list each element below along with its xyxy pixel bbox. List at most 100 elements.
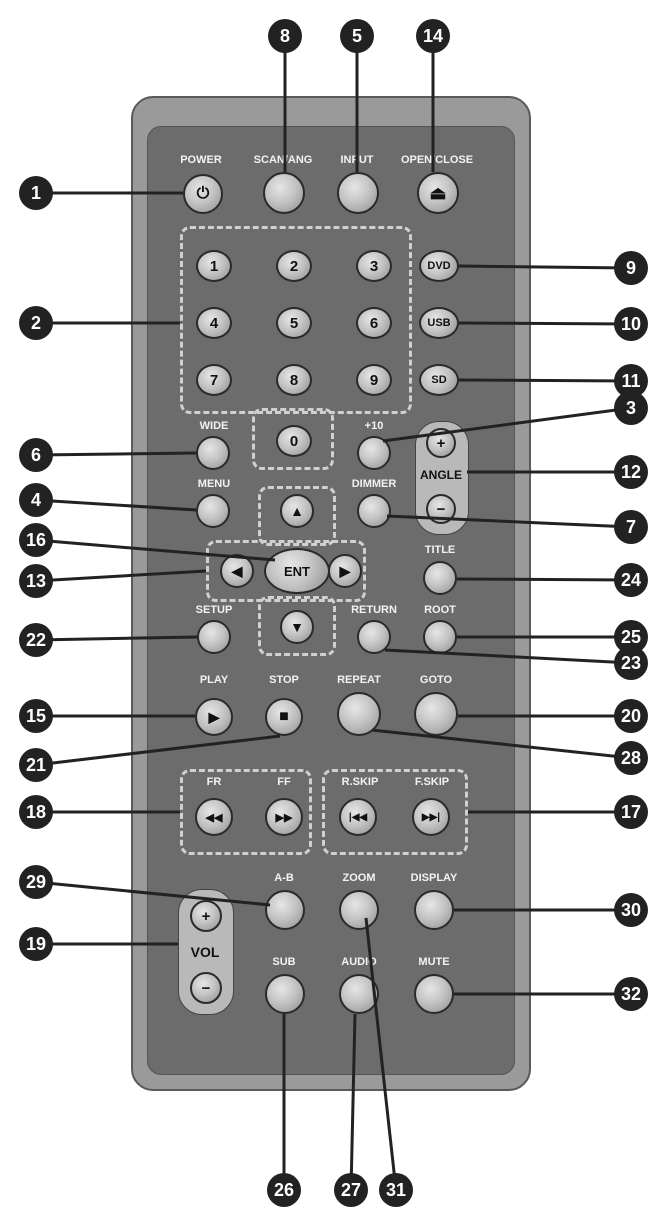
callout-8: 8: [268, 19, 302, 53]
r-skip-label: R.SKIP: [342, 776, 379, 788]
title-button[interactable]: [423, 561, 457, 595]
nav-left-button[interactable]: ◀: [220, 554, 254, 588]
callout-18: 18: [19, 795, 53, 829]
callout-13: 13: [19, 564, 53, 598]
input-button[interactable]: [337, 172, 379, 214]
digit-3-button[interactable]: 3: [356, 250, 392, 282]
callout-29: 29: [19, 865, 53, 899]
callout-22: 22: [19, 623, 53, 657]
power-button[interactable]: ⏻: [183, 174, 223, 214]
enter-button[interactable]: ENT: [264, 548, 330, 594]
callout-32: 32: [614, 977, 648, 1011]
callout-9: 9: [614, 251, 648, 285]
zoom-label: ZOOM: [343, 872, 376, 884]
power-icon: ⏻: [197, 185, 210, 203]
callout-28: 28: [614, 741, 648, 775]
digit-1-button[interactable]: 1: [196, 250, 232, 282]
callout-25: 25: [614, 620, 648, 654]
digit-0-button[interactable]: 0: [276, 425, 312, 457]
callout-30: 30: [614, 893, 648, 927]
angle-down-button[interactable]: −: [426, 494, 456, 524]
enter-label: ENT: [284, 564, 310, 579]
left-arrow-icon: ◀: [232, 563, 243, 580]
open-close-button[interactable]: ⏏: [417, 172, 459, 214]
digit-8-button[interactable]: 8: [276, 364, 312, 396]
sub-label: SUB: [272, 956, 295, 968]
a-b-button[interactable]: [265, 890, 305, 930]
ff-label: FF: [277, 776, 290, 788]
rewind-icon: ◀◀: [206, 811, 223, 824]
minus-icon: −: [437, 501, 446, 518]
sd-button[interactable]: SD: [419, 364, 459, 396]
zoom-button[interactable]: [339, 890, 379, 930]
title-label: TITLE: [425, 544, 456, 556]
wide-button[interactable]: [196, 436, 230, 470]
display-button[interactable]: [414, 890, 454, 930]
fast-forward-button[interactable]: ▶▶: [265, 798, 303, 836]
sub-button[interactable]: [265, 974, 305, 1014]
dvd-button[interactable]: DVD: [419, 250, 459, 282]
setup-label: SETUP: [196, 604, 233, 616]
digit-9-button[interactable]: 9: [356, 364, 392, 396]
callout-27: 27: [334, 1173, 368, 1207]
dimmer-label: DIMMER: [352, 478, 397, 490]
digit-9-label: 9: [370, 372, 378, 389]
callout-2: 2: [19, 306, 53, 340]
setup-button[interactable]: [197, 620, 231, 654]
stop-button[interactable]: ■: [265, 698, 303, 736]
angle-up-button[interactable]: +: [426, 428, 456, 458]
callout-19: 19: [19, 927, 53, 961]
usb-button[interactable]: USB: [419, 307, 459, 339]
callout-20: 20: [614, 699, 648, 733]
callout-11: 11: [614, 364, 648, 398]
digit-5-button[interactable]: 5: [276, 307, 312, 339]
minus-icon: −: [202, 980, 211, 997]
sd-label: SD: [431, 374, 446, 386]
callout-6: 6: [19, 438, 53, 472]
digit-8-label: 8: [290, 372, 298, 389]
nav-down-button[interactable]: ▼: [280, 610, 314, 644]
digit-6-button[interactable]: 6: [356, 307, 392, 339]
fast-rewind-button[interactable]: ◀◀: [195, 798, 233, 836]
vol-label: VOL: [191, 944, 220, 960]
callout-21: 21: [19, 748, 53, 782]
skip-forward-button[interactable]: ▶▶|: [412, 798, 450, 836]
digit-7-button[interactable]: 7: [196, 364, 232, 396]
dimmer-button[interactable]: [357, 494, 391, 528]
repeat-button[interactable]: [337, 692, 381, 736]
goto-label: GOTO: [420, 674, 452, 686]
digit-0-label: 0: [290, 433, 298, 450]
return-button[interactable]: [357, 620, 391, 654]
digit-7-label: 7: [210, 372, 218, 389]
audio-button[interactable]: [339, 974, 379, 1014]
digit-2-button[interactable]: 2: [276, 250, 312, 282]
nav-up-button[interactable]: ▲: [280, 494, 314, 528]
digit-4-button[interactable]: 4: [196, 307, 232, 339]
callout-31: 31: [379, 1173, 413, 1207]
callout-26: 26: [267, 1173, 301, 1207]
mute-button[interactable]: [414, 974, 454, 1014]
menu-button[interactable]: [196, 494, 230, 528]
volume-down-button[interactable]: −: [190, 972, 222, 1004]
callout-10: 10: [614, 307, 648, 341]
wide-label: WIDE: [200, 420, 229, 432]
callout-16: 16: [19, 523, 53, 557]
goto-button[interactable]: [414, 692, 458, 736]
plus10-button[interactable]: [357, 436, 391, 470]
callout-15: 15: [19, 699, 53, 733]
volume-up-button[interactable]: +: [190, 900, 222, 932]
callout-4: 4: [19, 483, 53, 517]
callout-24: 24: [614, 563, 648, 597]
skip-back-button[interactable]: |◀◀: [339, 798, 377, 836]
scan-ang-button[interactable]: [263, 172, 305, 214]
a-b-label: A-B: [274, 872, 294, 884]
skip-forward-icon: ▶▶|: [422, 812, 440, 823]
fast-forward-icon: ▶▶: [276, 811, 293, 824]
nav-right-button[interactable]: ▶: [328, 554, 362, 588]
open-close-label: OPEN/CLOSE: [401, 154, 473, 166]
play-button[interactable]: ▶: [195, 698, 233, 736]
root-label: ROOT: [424, 604, 456, 616]
callout-1: 1: [19, 176, 53, 210]
digit-4-label: 4: [210, 315, 218, 332]
root-button[interactable]: [423, 620, 457, 654]
